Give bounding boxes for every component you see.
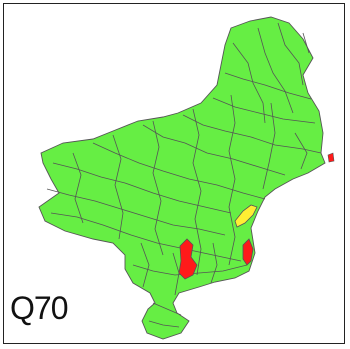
- choropleth-map: [38, 16, 335, 340]
- territory-outline: [38, 16, 326, 340]
- district-high-3: [327, 152, 335, 163]
- district-high-1: [178, 238, 198, 280]
- highlighted-districts: [178, 152, 335, 280]
- district-medium-1: [234, 204, 258, 228]
- map-label: Q70: [10, 290, 68, 326]
- district-high-2: [242, 238, 254, 266]
- district-boundaries: [46, 22, 322, 328]
